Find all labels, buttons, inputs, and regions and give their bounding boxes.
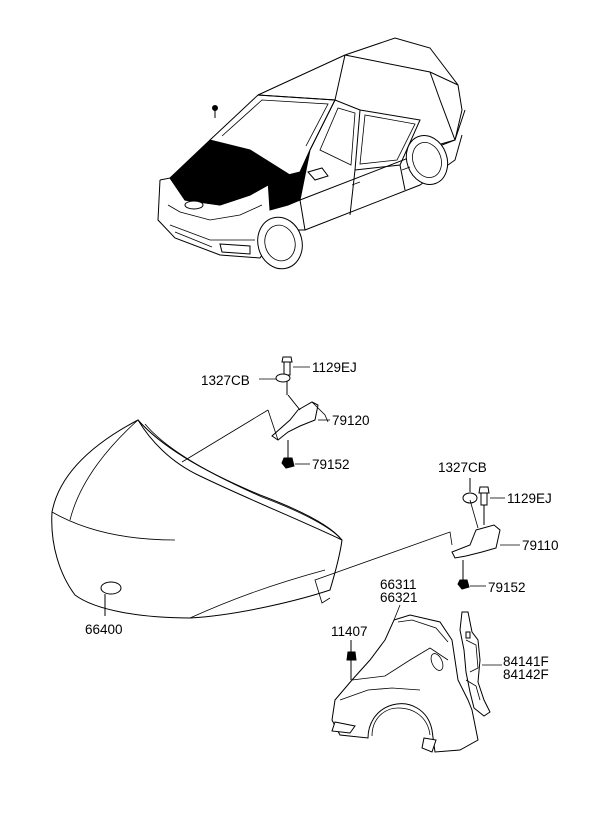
label-washer-left: 1327CB	[201, 373, 250, 388]
label-washer-right: 1327CB	[438, 460, 487, 475]
label-hinge-right: 79110	[522, 538, 559, 553]
label-insulator-lh: 84141F	[503, 654, 549, 669]
label-nut-left: 79152	[312, 457, 350, 472]
label-fender-rh: 66321	[380, 590, 418, 605]
front-fender	[331, 604, 479, 753]
hood-panel	[51, 419, 343, 619]
fender-insulator	[459, 611, 502, 717]
vehicle-overview-illustration	[157, 37, 466, 270]
label-hood: 66400	[85, 622, 123, 637]
label-nut-right: 79152	[488, 580, 526, 595]
left-hinge-assembly	[181, 356, 330, 469]
label-hinge-bolt-left: 1129EJ	[312, 360, 357, 375]
label-fender-bolt: 11407	[331, 624, 368, 639]
label-fender-lh: 66311	[380, 577, 417, 592]
label-hinge-bolt-right: 1129EJ	[507, 491, 552, 506]
label-insulator-rh: 84142F	[503, 667, 549, 682]
right-hinge-assembly	[314, 478, 520, 604]
label-hinge-left: 79120	[332, 413, 370, 428]
